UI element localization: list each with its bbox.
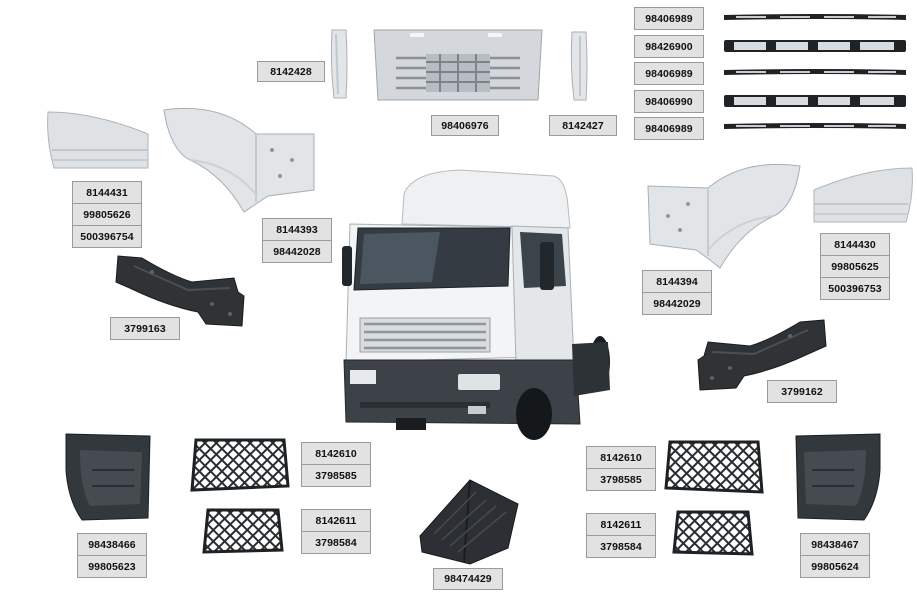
mesh-left-upper-image xyxy=(190,438,290,492)
code-fender-right-rear-2: 99805625 xyxy=(820,255,890,278)
code-stack-step-left: 98438466 99805623 xyxy=(77,533,147,578)
code-grille: 98406976 xyxy=(431,115,499,136)
code-strip-1: 98406989 xyxy=(634,7,704,30)
code-stack-fender-right-front: 8144394 98442029 xyxy=(642,270,712,315)
fender-right-rear-image xyxy=(813,167,913,223)
mesh-right-upper-image xyxy=(664,440,764,494)
code-stack-mesh-right-upper: 8142610 3798585 xyxy=(586,446,656,491)
code-fender-left-rear-3: 500396754 xyxy=(72,225,142,248)
code-fender-left-rear-1: 8144431 xyxy=(72,181,142,204)
grille-strip-3-image xyxy=(724,69,906,75)
code-mesh-left-upper-1: 8142610 xyxy=(301,442,371,465)
code-step-right-2: 99805624 xyxy=(800,555,870,578)
step-box-right-image xyxy=(795,433,881,521)
mesh-right-lower-image xyxy=(672,510,754,556)
code-mesh-left-upper-2: 3798585 xyxy=(301,464,371,487)
code-mesh-right-lower-2: 3798584 xyxy=(586,535,656,558)
code-fender-right-front-2: 98442029 xyxy=(642,292,712,315)
bracket-right-image xyxy=(697,319,827,391)
fender-left-front-image xyxy=(163,107,315,213)
deflector-right-image xyxy=(570,31,588,101)
deflector-left-image xyxy=(330,29,348,99)
code-mesh-right-upper-2: 3798585 xyxy=(586,468,656,491)
code-center-cover: 98474429 xyxy=(433,568,503,590)
truck-image xyxy=(342,169,610,440)
code-deflector-left: 8142428 xyxy=(257,61,325,82)
code-mesh-right-upper-1: 8142610 xyxy=(586,446,656,469)
code-fender-right-rear-1: 8144430 xyxy=(820,233,890,256)
code-mesh-left-lower-1: 8142611 xyxy=(301,509,371,532)
code-fender-left-rear-2: 99805626 xyxy=(72,203,142,226)
code-step-left-1: 98438466 xyxy=(77,533,147,556)
grille-strip-5-image xyxy=(724,123,906,129)
code-stack-mesh-right-lower: 8142611 3798584 xyxy=(586,513,656,558)
code-deflector-right: 8142427 xyxy=(549,115,617,136)
fender-right-front-image xyxy=(647,163,801,269)
mesh-left-lower-image xyxy=(202,508,284,554)
code-mesh-left-lower-2: 3798584 xyxy=(301,531,371,554)
code-bracket-right: 3799162 xyxy=(767,380,837,403)
code-strip-3: 98406989 xyxy=(634,62,704,85)
code-fender-left-front-2: 98442028 xyxy=(262,240,332,263)
code-stack-step-right: 98438467 99805624 xyxy=(800,533,870,578)
center-cover-image xyxy=(419,479,519,565)
front-grille-image xyxy=(373,29,543,101)
code-mesh-right-lower-1: 8142611 xyxy=(586,513,656,536)
code-step-right-1: 98438467 xyxy=(800,533,870,556)
code-stack-mesh-left-lower: 8142611 3798584 xyxy=(301,509,371,554)
code-stack-fender-right-rear: 8144430 99805625 500396753 xyxy=(820,233,890,300)
code-strip-2: 98426900 xyxy=(634,35,704,58)
code-fender-left-front-1: 8144393 xyxy=(262,218,332,241)
code-strip-4: 98406990 xyxy=(634,90,704,113)
grille-strip-4-image xyxy=(724,95,906,107)
code-strip-5: 98406989 xyxy=(634,117,704,140)
step-box-left-image xyxy=(65,433,151,521)
code-fender-right-rear-3: 500396753 xyxy=(820,277,890,300)
code-stack-fender-left-front: 8144393 98442028 xyxy=(262,218,332,263)
grille-strip-2-image xyxy=(724,40,906,52)
code-fender-right-front-1: 8144394 xyxy=(642,270,712,293)
bracket-left-image xyxy=(115,255,245,327)
grille-strip-1-image xyxy=(724,14,906,20)
code-stack-fender-left-rear: 8144431 99805626 500396754 xyxy=(72,181,142,248)
code-step-left-2: 99805623 xyxy=(77,555,147,578)
code-bracket-left: 3799163 xyxy=(110,317,180,340)
fender-left-rear-image xyxy=(47,111,149,169)
code-stack-mesh-left-upper: 8142610 3798585 xyxy=(301,442,371,487)
